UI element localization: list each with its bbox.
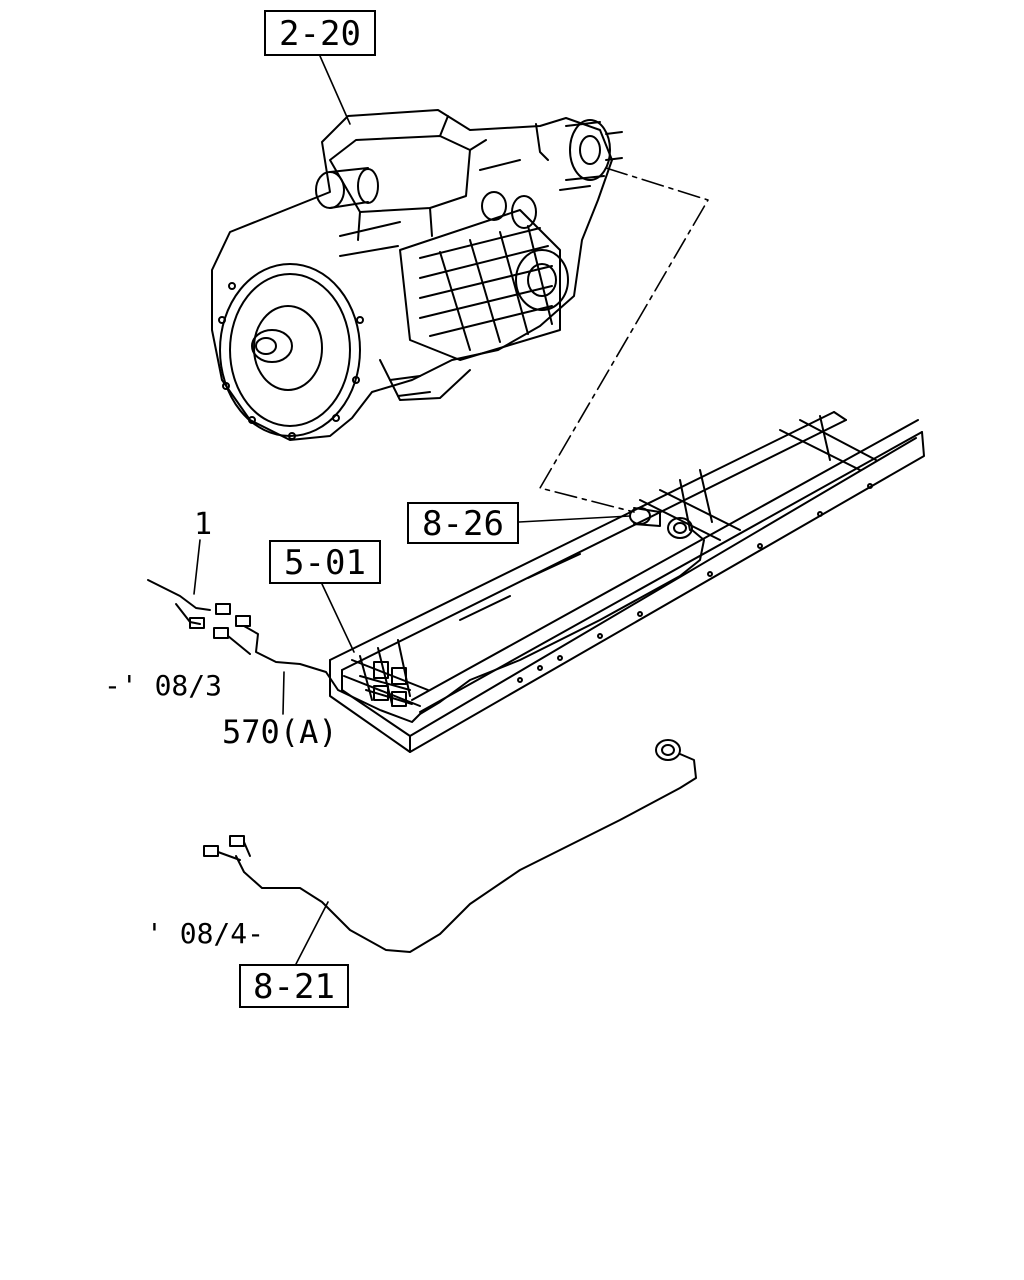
harness-part-label: 570(A) (222, 713, 338, 751)
reference-box-speed-sensor[interactable]: 8-26 (407, 502, 519, 544)
period-late-label: ' 08/4- (146, 917, 265, 950)
transmission-assembly (211, 109, 623, 441)
harness-late (203, 739, 697, 953)
reference-box-harness-late[interactable]: 8-21 (239, 964, 349, 1008)
vehicle-frame (329, 411, 925, 753)
speed-sensor (419, 507, 705, 715)
reference-box-transmission[interactable]: 2-20 (264, 10, 376, 56)
period-early-label: -' 08/3 (104, 669, 223, 702)
item-number-label: 1 (194, 507, 213, 542)
harness-early (147, 579, 421, 723)
leader-lines (193, 55, 709, 965)
reference-box-frame[interactable]: 5-01 (269, 540, 381, 584)
